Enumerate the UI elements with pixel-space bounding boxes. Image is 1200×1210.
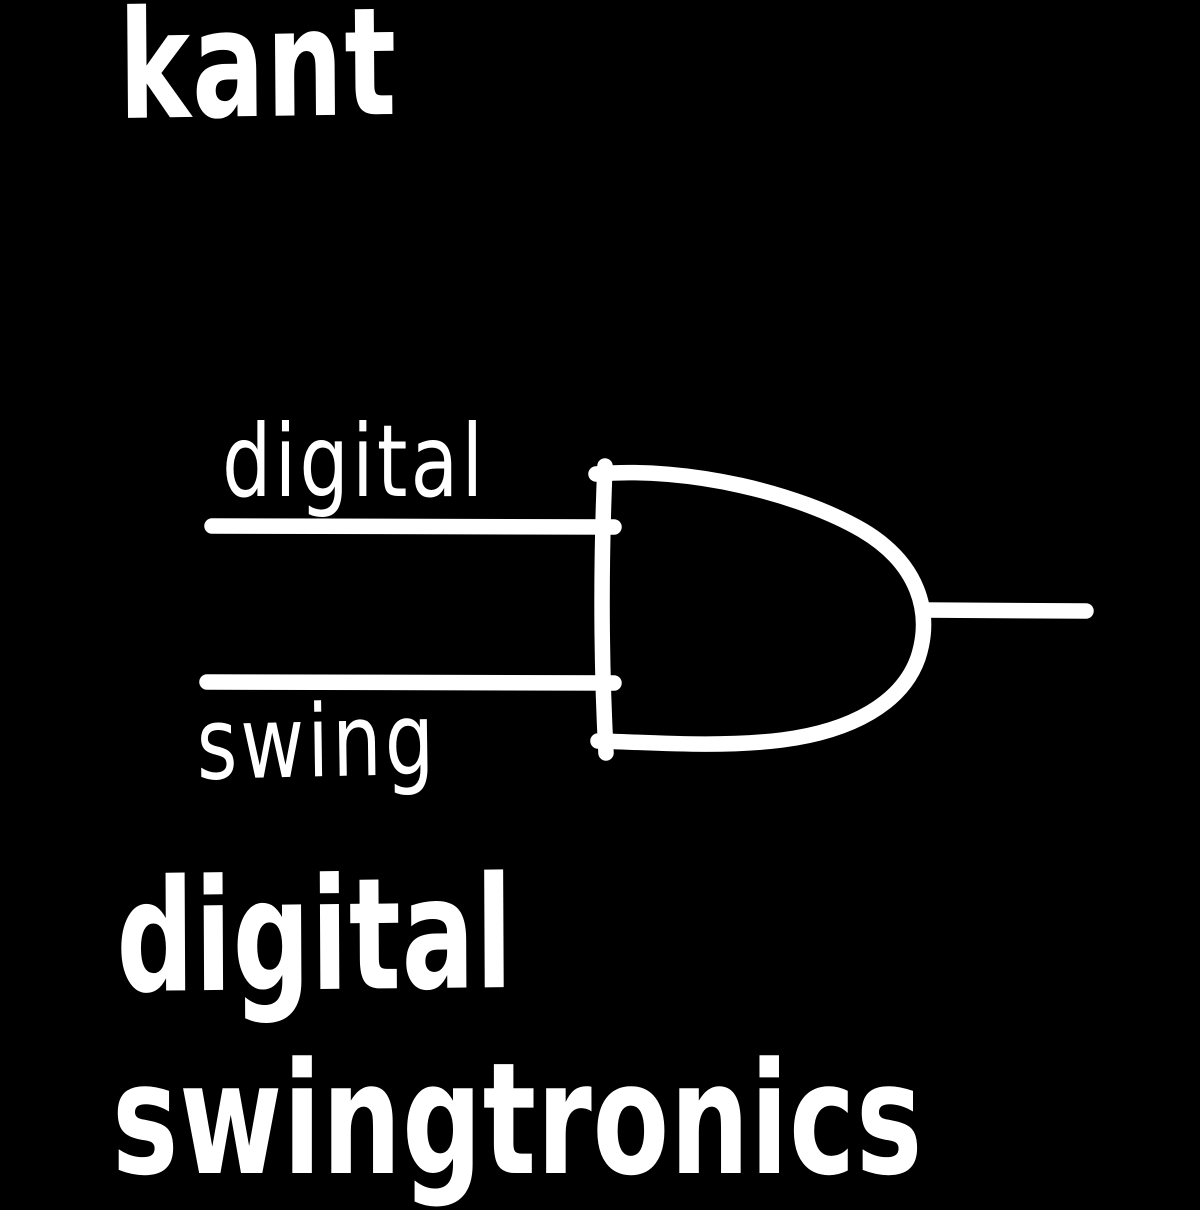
- input-wire-bottom: [199, 674, 622, 691]
- input-wire-top: [204, 518, 622, 535]
- album-title-line2: swingtronics: [112, 1029, 924, 1210]
- output-wire: [916, 602, 1094, 619]
- and-gate-body: [588, 464, 932, 752]
- and-gate-left-edge: [594, 458, 614, 761]
- input-label-swing: swing: [195, 680, 439, 803]
- input-label-digital: digital: [222, 403, 487, 520]
- album-title-line1: digital: [115, 843, 514, 1028]
